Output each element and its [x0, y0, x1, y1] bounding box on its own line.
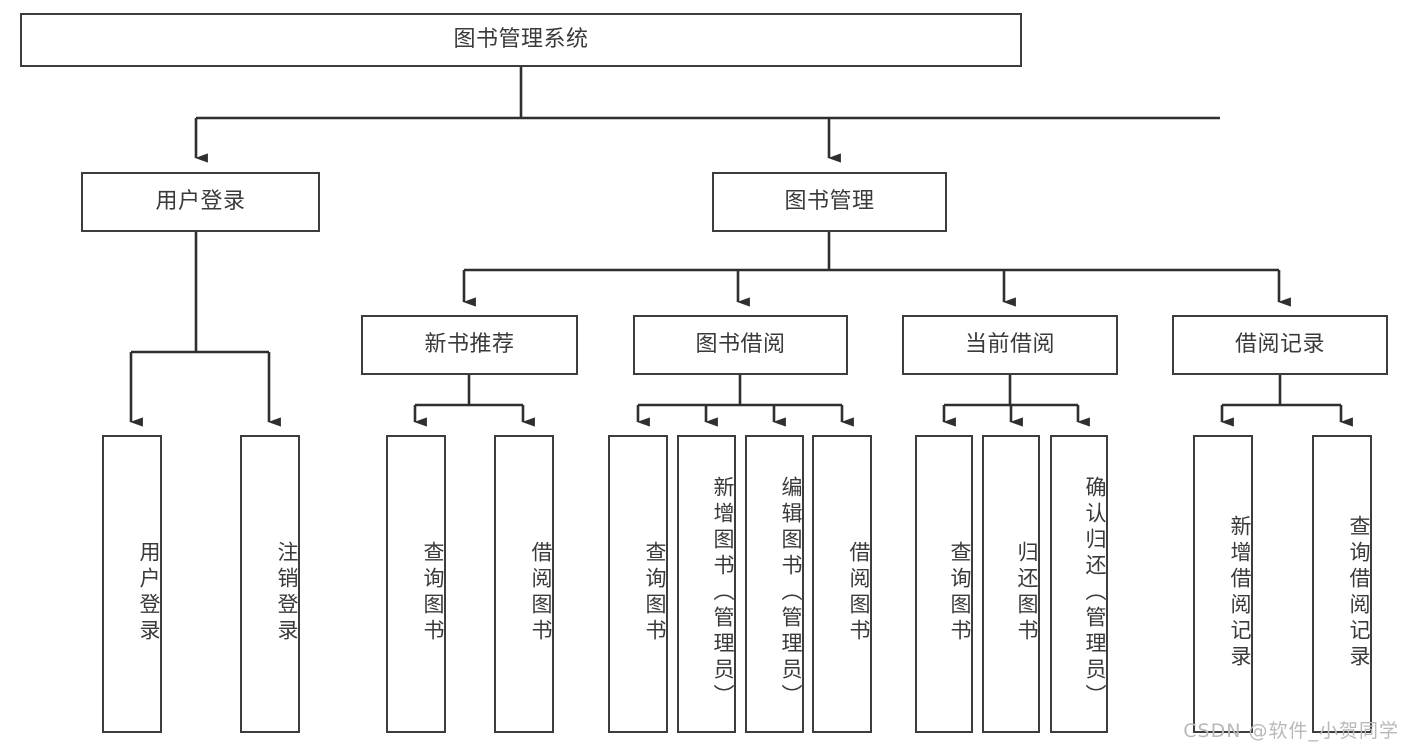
leaf-query-borrow-record[interactable]: 查询借阅记录	[1312, 435, 1372, 733]
leaf-logout[interactable]: 注销登录	[240, 435, 300, 733]
leaf-query-book-borrow[interactable]: 查询图书	[608, 435, 668, 733]
leaf-label: 新增借阅记录	[1228, 515, 1252, 671]
leaf-label: 借阅图书	[529, 541, 553, 645]
leaf-label: 借阅图书	[847, 541, 871, 645]
leaf-user-login[interactable]: 用户登录	[102, 435, 162, 733]
leaf-label: 归还图书	[1015, 541, 1039, 645]
leaf-label: 注销登录	[275, 541, 299, 645]
csdn-watermark: CSDN @软件_小贺同学	[1183, 720, 1399, 742]
node-book-management[interactable]: 图书管理	[712, 172, 947, 232]
leaf-label: 查询图书	[421, 541, 445, 645]
leaf-label: 确认归还（管理员）	[1083, 476, 1107, 710]
node-user-login[interactable]: 用户登录	[81, 172, 320, 232]
node-root[interactable]: 图书管理系统	[20, 13, 1022, 67]
leaf-borrow-book[interactable]: 借阅图书	[812, 435, 872, 733]
leaf-query-book-current[interactable]: 查询图书	[915, 435, 973, 733]
leaf-borrow-book-newbook[interactable]: 借阅图书	[494, 435, 554, 733]
leaf-return-book[interactable]: 归还图书	[982, 435, 1040, 733]
node-new-book-recommend[interactable]: 新书推荐	[361, 315, 578, 375]
leaf-label: 编辑图书（管理员）	[779, 476, 803, 710]
leaf-label: 用户登录	[137, 541, 161, 645]
leaf-add-borrow-record[interactable]: 新增借阅记录	[1193, 435, 1253, 733]
leaf-add-book-admin[interactable]: 新增图书（管理员）	[677, 435, 736, 733]
leaf-label: 查询图书	[948, 541, 972, 645]
leaf-label: 新增图书（管理员）	[711, 476, 735, 710]
leaf-confirm-return-admin[interactable]: 确认归还（管理员）	[1050, 435, 1108, 733]
leaf-edit-book-admin[interactable]: 编辑图书（管理员）	[745, 435, 804, 733]
node-borrow-record[interactable]: 借阅记录	[1172, 315, 1388, 375]
node-current-borrow[interactable]: 当前借阅	[902, 315, 1118, 375]
leaf-query-book-newbook[interactable]: 查询图书	[386, 435, 446, 733]
node-book-borrow[interactable]: 图书借阅	[633, 315, 848, 375]
leaf-label: 查询图书	[643, 541, 667, 645]
leaf-label: 查询借阅记录	[1347, 515, 1371, 671]
